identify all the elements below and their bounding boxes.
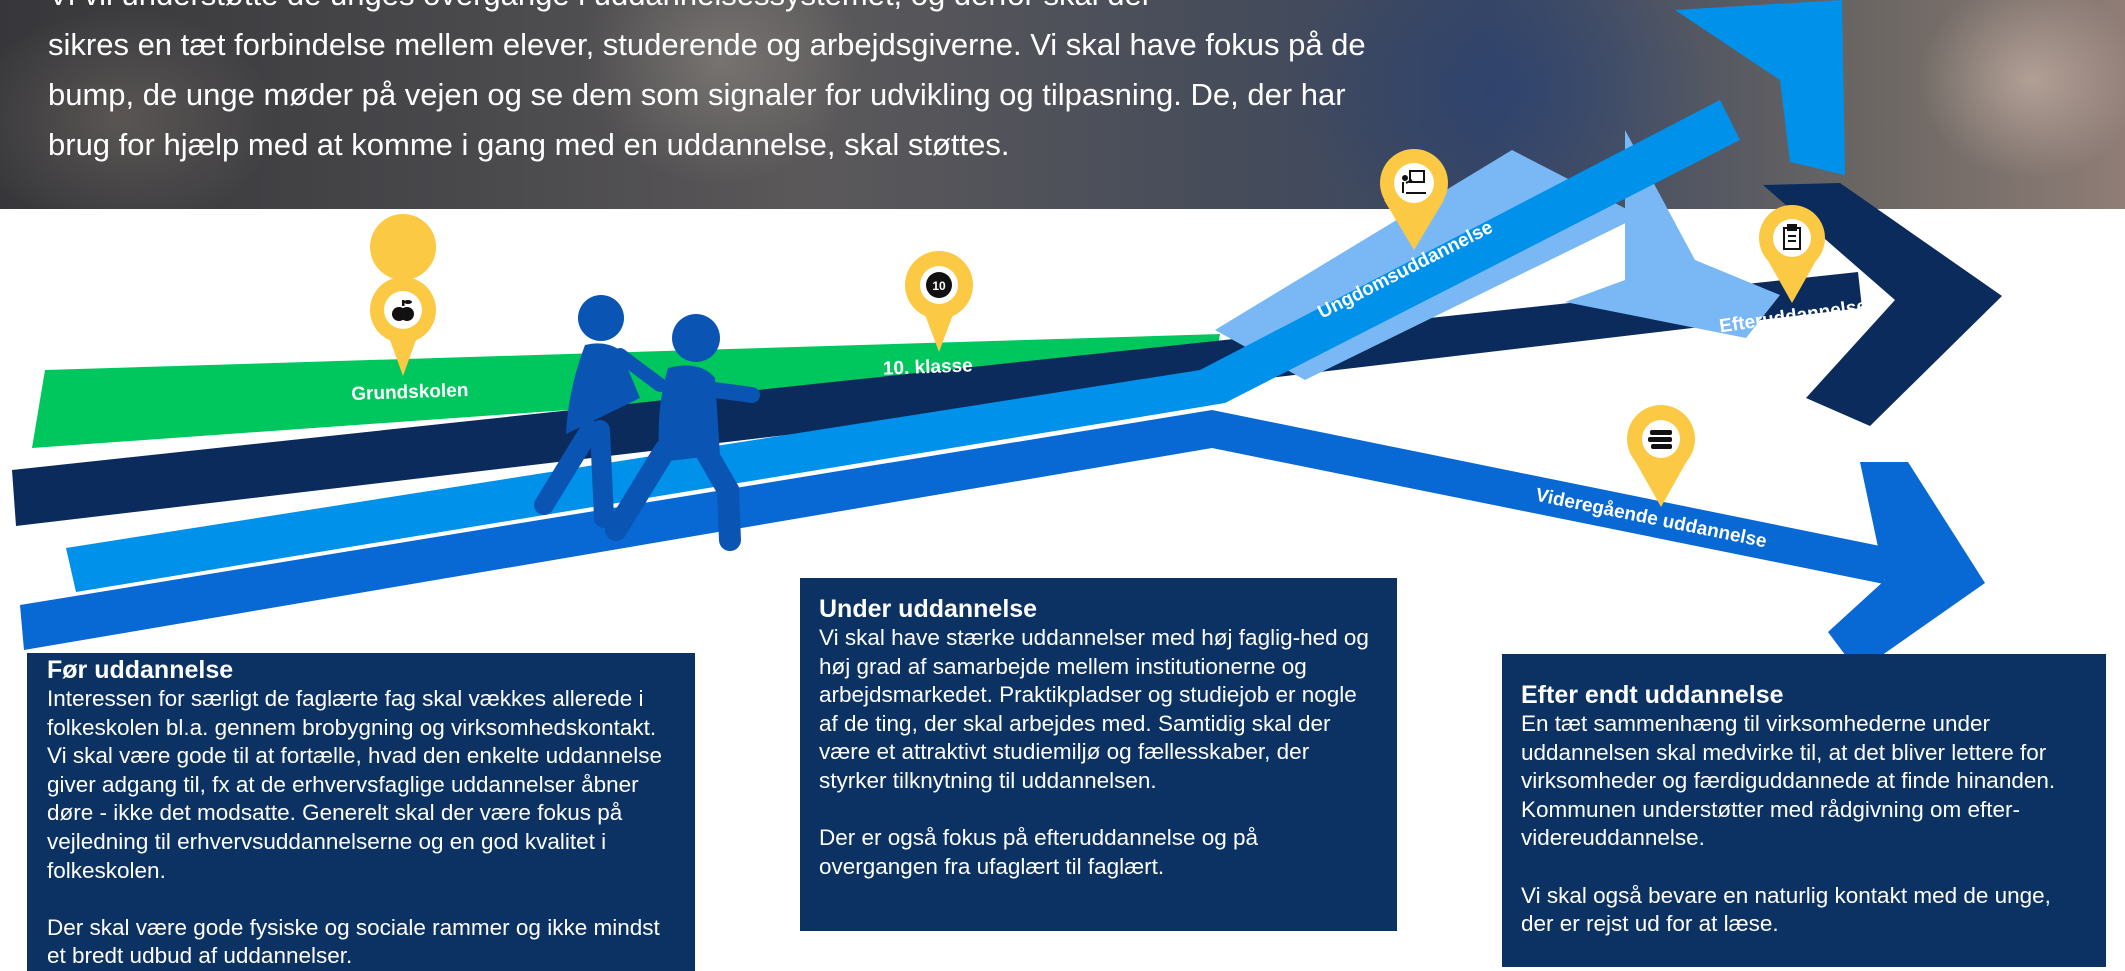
pin-tiende-klasse: 10 — [905, 251, 973, 352]
intro-line: brug for hjælp med at komme i gang med e… — [48, 127, 1010, 162]
section-before-education: Før uddannelse Interessen for særligt de… — [27, 653, 695, 971]
section-paragraph: Interessen for særligt de faglærte fag s… — [47, 686, 662, 883]
section-paragraph: Der skal være gode fysiske og sociale ra… — [47, 914, 660, 969]
pin-grundskolen — [370, 214, 437, 376]
section-paragraph: En tæt sammenhæng til virksomhederne und… — [1521, 711, 2056, 851]
section-title: Før uddannelse — [47, 656, 234, 684]
band-efteruddannelse — [12, 272, 1862, 526]
arrow-head-efteruddannelse — [1763, 183, 2002, 426]
pin-ungdomsuddannelse — [1380, 149, 1448, 250]
books-stack-icon — [1648, 430, 1672, 449]
apple-icon — [392, 300, 414, 321]
intro-text: Vi vil understøtte de unges overgange i … — [48, 0, 1488, 170]
arrow-head-ungdomsuddannelse-light — [1565, 130, 1780, 338]
section-paragraph: Vi skal have stærke uddannelser med høj … — [819, 625, 1369, 793]
intro-line: bump, de unge møder på vejen og se dem s… — [48, 77, 1346, 112]
arrow-head-main-path — [1675, 0, 1845, 175]
clipboard-icon — [1783, 224, 1801, 250]
intro-line: sikres en tæt forbindelse mellem elever,… — [48, 27, 1366, 62]
section-during-education: Under uddannelse Vi skal have stærke udd… — [800, 578, 1397, 931]
arrow-head-videregaaende — [1828, 462, 1985, 672]
section-title: Efter endt uddannelse — [1521, 681, 1784, 709]
teacher-board-icon — [1402, 170, 1426, 194]
section-paragraph: Der er også fokus på efteruddannelse og … — [819, 825, 1259, 879]
number-10-icon — [926, 272, 952, 298]
intro-line: Vi vil understøtte de unges overgange i … — [48, 0, 1488, 20]
band-main-path — [66, 100, 1740, 592]
walking-children-figures — [534, 295, 760, 551]
pin-efteruddannelse — [1759, 205, 1825, 303]
section-after-education: Efter endt uddannelse En tæt sammenhæng … — [1502, 654, 2106, 967]
label-tiende-klasse: 10. klasse — [883, 355, 973, 379]
label-grundskolen: Grundskolen — [351, 380, 469, 405]
number-10-glyph: 10 — [932, 279, 946, 293]
section-paragraph: Vi skal også bevare en naturlig kontakt … — [1521, 882, 2051, 937]
section-title: Under uddannelse — [819, 595, 1038, 623]
band-videregaaende — [20, 410, 1890, 650]
pin-videregaaende — [1627, 405, 1695, 507]
